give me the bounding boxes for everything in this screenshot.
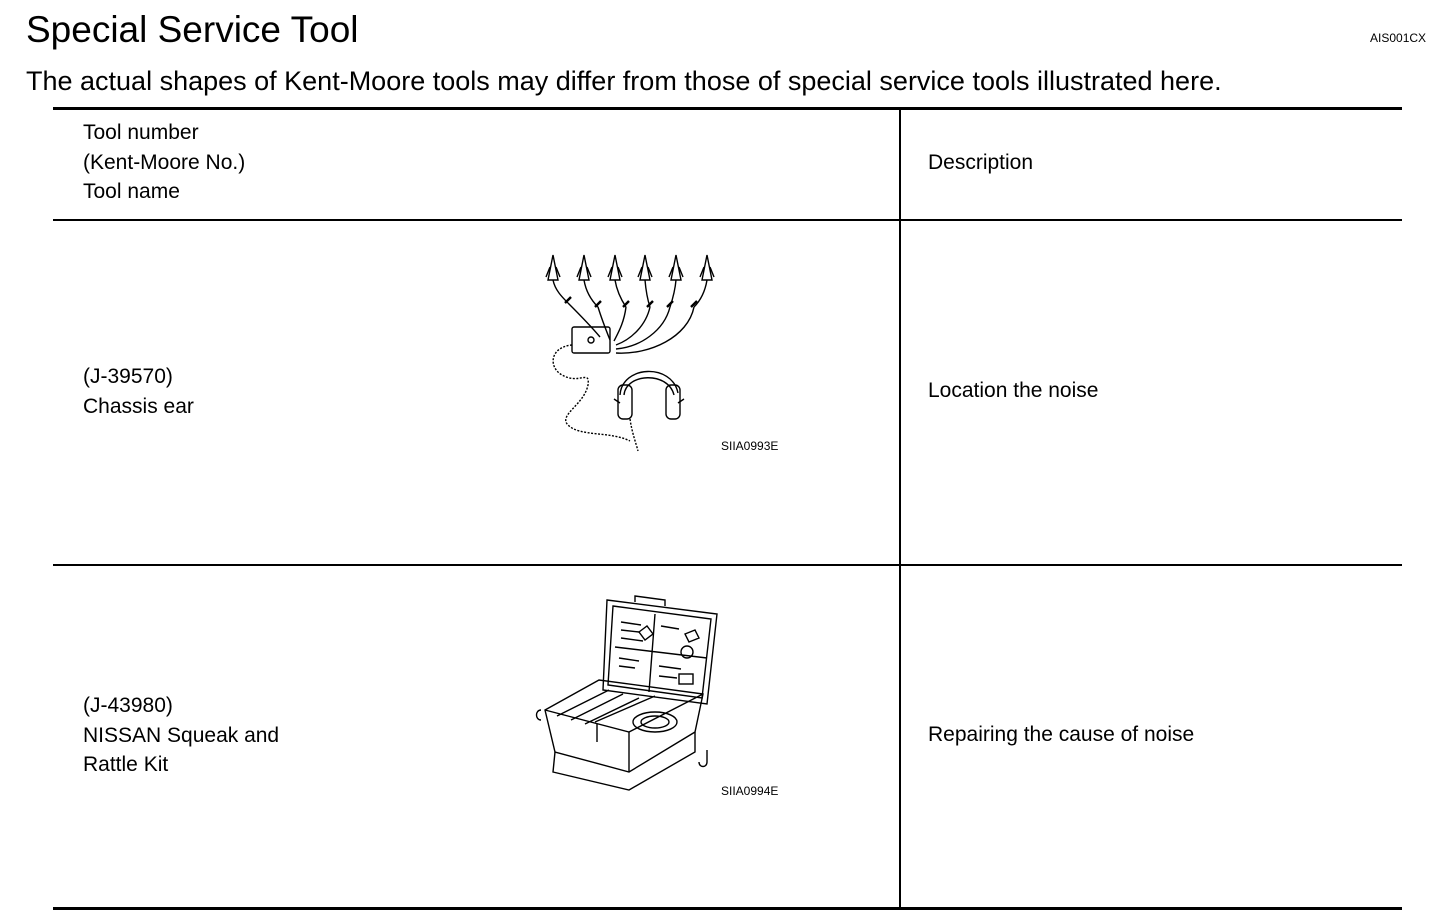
clip-lead bbox=[637, 254, 653, 308]
clip-lead bbox=[545, 254, 569, 304]
header-tool-line: Tool name bbox=[83, 180, 180, 203]
headphones bbox=[613, 370, 685, 420]
amplifier-box bbox=[571, 326, 611, 354]
page-subtitle: The actual shapes of Kent-Moore tools ma… bbox=[26, 66, 1222, 96]
figure-code: SIIA0993E bbox=[721, 439, 779, 453]
tool-line: NISSAN Squeak and bbox=[83, 723, 280, 747]
tool-line: (J-43980) bbox=[83, 694, 173, 717]
description-cell: Location the noise bbox=[928, 379, 1099, 402]
clip-lead bbox=[607, 254, 627, 308]
table-bottom-border bbox=[53, 907, 1402, 910]
clip-lead bbox=[576, 254, 599, 308]
header-description-column: Description bbox=[928, 151, 1034, 174]
tool-line: Chassis ear bbox=[83, 394, 194, 418]
header-tool-line: (Kent-Moore No.) bbox=[83, 150, 246, 174]
wire-bundle bbox=[564, 296, 698, 354]
description-cell: Repairing the cause of noise bbox=[928, 723, 1195, 746]
chassis-ear-illustration-icon bbox=[545, 254, 715, 452]
clip-lead bbox=[668, 254, 684, 308]
tool-name-cell: (J-39570) Chassis ear bbox=[83, 362, 194, 421]
clip-lead bbox=[693, 254, 715, 308]
case-base bbox=[535, 679, 708, 791]
document-reference-code: AIS001CX bbox=[1370, 31, 1427, 45]
page-title: Special Service Tool bbox=[26, 9, 359, 50]
row-divider bbox=[53, 564, 1402, 566]
header-tool-line: Tool number bbox=[83, 121, 199, 144]
table-top-border bbox=[53, 107, 1402, 110]
figure-code: SIIA0994E bbox=[721, 784, 779, 798]
header-tool-column: Tool number (Kent-Moore No.) Tool name bbox=[83, 118, 245, 207]
tool-line: Rattle Kit bbox=[83, 753, 169, 776]
squeak-rattle-kit-illustration-icon bbox=[535, 595, 718, 791]
tool-line: (J-39570) bbox=[83, 365, 173, 388]
probe-cable bbox=[552, 344, 639, 452]
column-divider bbox=[899, 109, 901, 909]
header-bottom-border bbox=[53, 219, 1402, 221]
tool-name-cell: (J-43980) NISSAN Squeak and Rattle Kit bbox=[83, 691, 279, 780]
